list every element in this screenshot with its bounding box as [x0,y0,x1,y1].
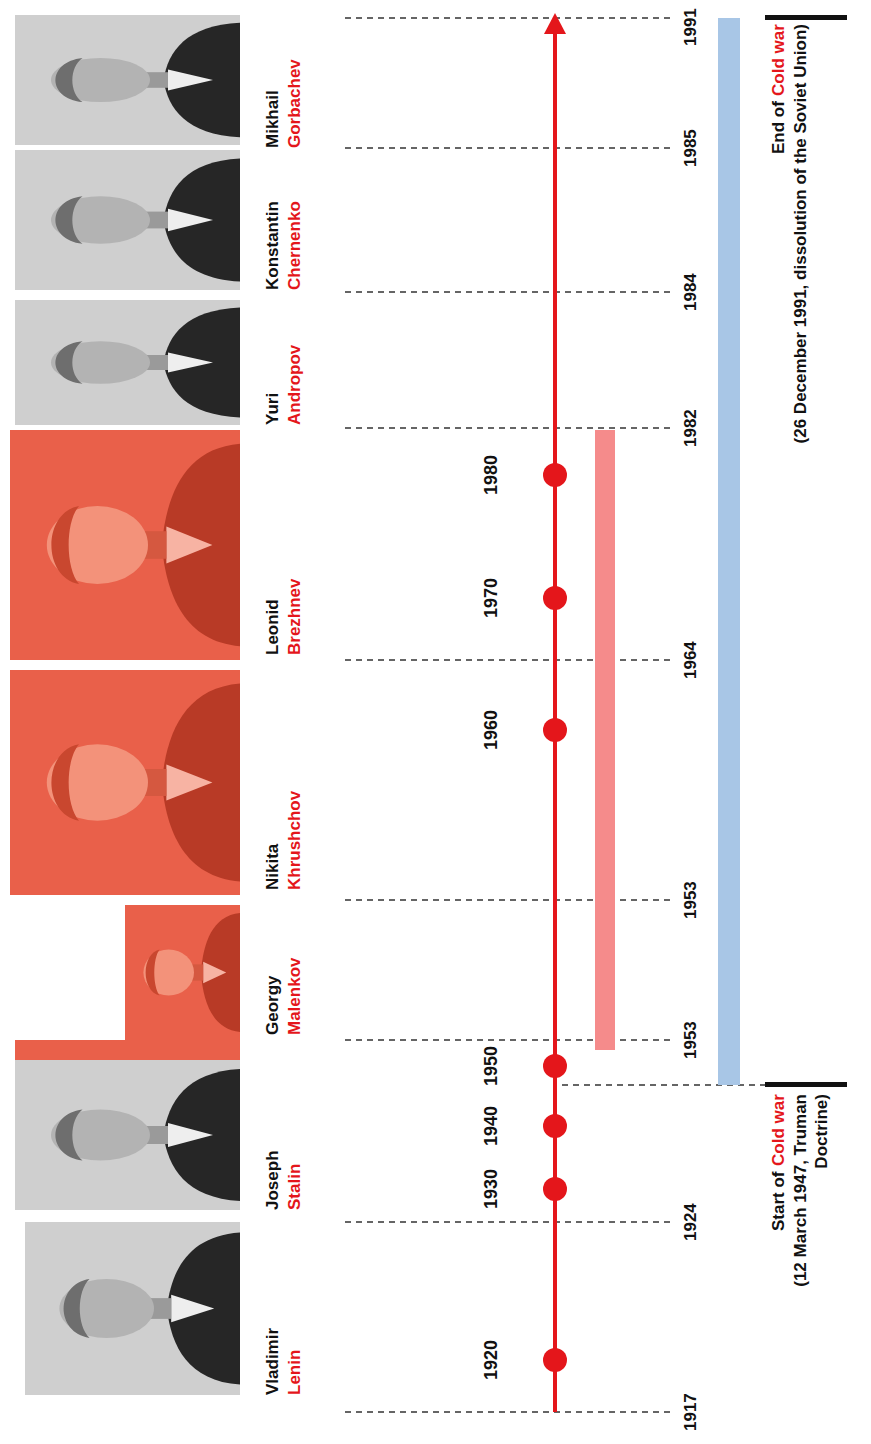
portrait-gorbachev [15,15,240,145]
decade-label: 1950 [480,1046,503,1086]
portrait-strip [15,1040,240,1060]
leader-first-name: Joseph [262,1150,283,1210]
decade-label: 1970 [480,578,503,618]
decade-label: 1940 [480,1106,503,1146]
divider-line [345,291,675,293]
leader-first-name: Konstantin [262,201,283,290]
era-dividers [345,18,765,1412]
divider-line [345,427,675,429]
leader-surname: Malenkov [284,958,305,1035]
portrait-stalin [15,1060,240,1210]
cold-war-marker [765,15,847,20]
leader-surname: Lenin [284,1350,305,1395]
divider-line [345,1039,675,1041]
leader-surname: Brezhnev [284,578,305,655]
decade-dots [543,463,567,1372]
decade-dot [543,1114,567,1138]
cold-war-bar [718,18,740,1085]
leader-first-name: Mikhail [262,90,283,148]
leader-surname: Stalin [284,1164,305,1210]
leader-surname: Chernenko [284,201,305,290]
divider-line [345,1411,675,1413]
cold-war-note: (26 December 1991, dissolution of the So… [790,24,811,454]
decade-dot [543,586,567,610]
leader-first-name: Leonid [262,599,283,655]
decade-dot [543,1177,567,1201]
year-label: 1953 [680,1021,701,1059]
divider-line [345,17,675,19]
portrait-brezhnev [10,430,240,660]
year-label: 1917 [680,1393,701,1431]
portrait-malenkov [125,905,240,1040]
leader-first-name: Nikita [262,844,283,890]
cold-war-note: Start of [768,1172,789,1232]
portrait-lenin [25,1222,240,1395]
timeline-arrowhead [544,13,566,34]
decade-label: 1930 [480,1169,503,1209]
year-label: 1991 [680,8,701,46]
leader-surname: Khrushchov [284,791,305,890]
leader-surname: Andropov [284,345,305,425]
decade-dot [543,1348,567,1372]
era-bar [595,430,615,1050]
decade-dot [543,463,567,487]
year-label: 1964 [680,641,701,679]
year-label: 1924 [680,1203,701,1241]
cold-war-note: End of [768,101,789,154]
divider-line [345,1221,675,1223]
leader-portraits [10,15,240,1395]
portrait-khrushchov [10,670,240,895]
year-label: 1982 [680,409,701,447]
year-label: 1985 [680,129,701,167]
decade-dot [543,718,567,742]
divider-line [345,899,675,901]
decade-label: 1920 [480,1340,503,1380]
leader-first-name: Vladimir [262,1328,283,1395]
leader-surname: Gorbachev [284,59,305,148]
divider-line [345,659,675,661]
portrait-chernenko [15,150,240,290]
divider-line [345,147,675,149]
decade-label: 1960 [480,710,503,750]
portrait-andropov [15,300,240,425]
year-label: 1984 [680,273,701,311]
cold-war-note: Cold war [768,24,789,96]
cold-war-note: (12 March 1947, Truman Doctrine) [790,1094,833,1334]
leader-first-name: Yuri [262,393,283,425]
cold-war-marker [765,1082,847,1087]
decade-dot [543,1054,567,1078]
year-label: 1953 [680,881,701,919]
leader-first-name: Georgy [262,975,283,1035]
cold-war-note: Cold war [768,1094,789,1166]
decade-label: 1980 [480,455,503,495]
